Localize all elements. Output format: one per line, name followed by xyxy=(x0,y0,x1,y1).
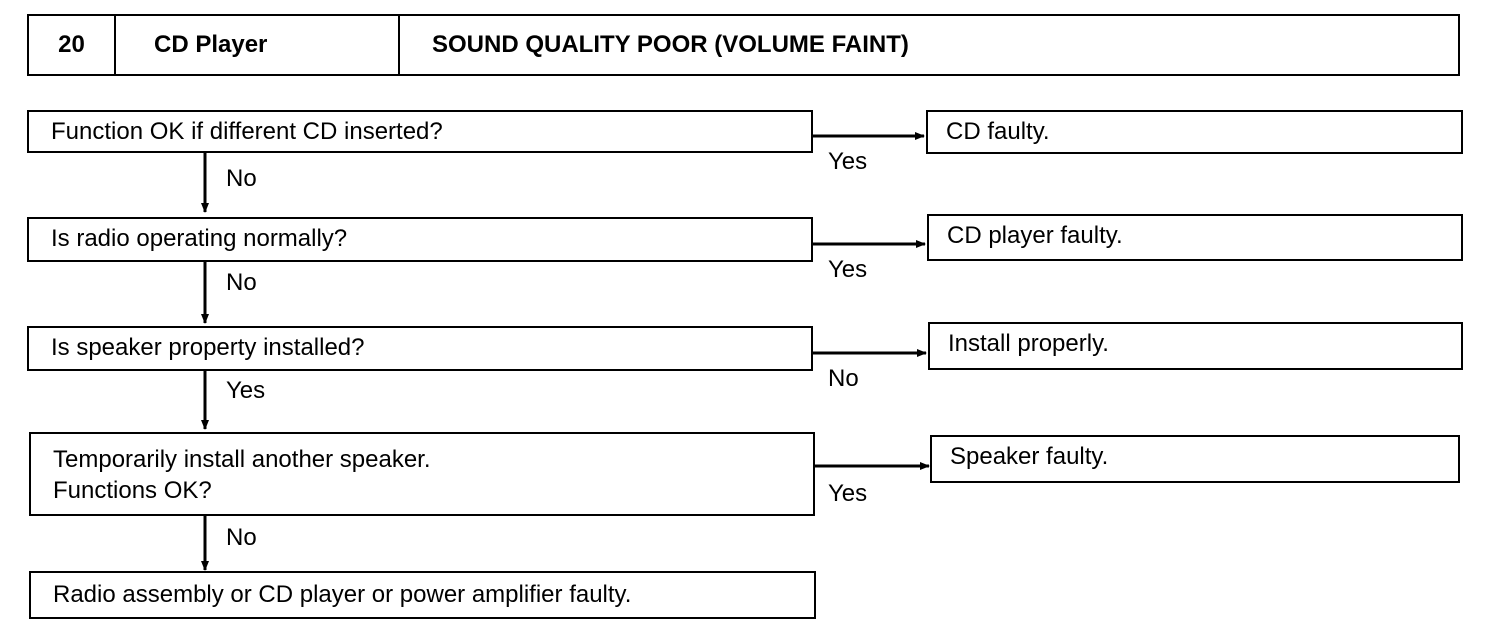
question-box-2: Is radio operating normally? xyxy=(27,217,813,262)
header-number: 20 xyxy=(29,16,116,74)
question-box-4: Temporarily install another speaker. Fun… xyxy=(29,432,815,516)
header-symptom: SOUND QUALITY POOR (VOLUME FAINT) xyxy=(432,31,909,58)
question-box-3: Is speaker property installed? xyxy=(27,326,813,371)
final-result-box: Radio assembly or CD player or power amp… xyxy=(29,571,816,619)
branch-label-side-4: Yes xyxy=(828,480,868,507)
result-box-2: CD player faulty. xyxy=(927,214,1463,261)
question-4-line-1: Temporarily install another speaker. xyxy=(53,446,431,473)
branch-label-side-1: Yes xyxy=(828,148,868,175)
result-box-1: CD faulty. xyxy=(926,110,1463,154)
branch-label-down-3: Yes xyxy=(226,377,266,404)
result-box-3: Install properly. xyxy=(928,322,1463,370)
branch-label-down-1: No xyxy=(226,165,257,192)
question-box-1: Function OK if different CD inserted? xyxy=(27,110,813,153)
header-system: CD Player xyxy=(116,16,400,74)
header-table: 20 CD Player SOUND QUALITY POOR (VOLUME … xyxy=(27,14,1460,76)
branch-label-side-3: No xyxy=(828,365,859,392)
result-box-4: Speaker faulty. xyxy=(930,435,1460,483)
branch-label-down-4: No xyxy=(226,524,257,551)
branch-label-down-2: No xyxy=(226,269,257,296)
question-4-line-2: Functions OK? xyxy=(53,477,212,504)
branch-label-side-2: Yes xyxy=(828,256,868,283)
